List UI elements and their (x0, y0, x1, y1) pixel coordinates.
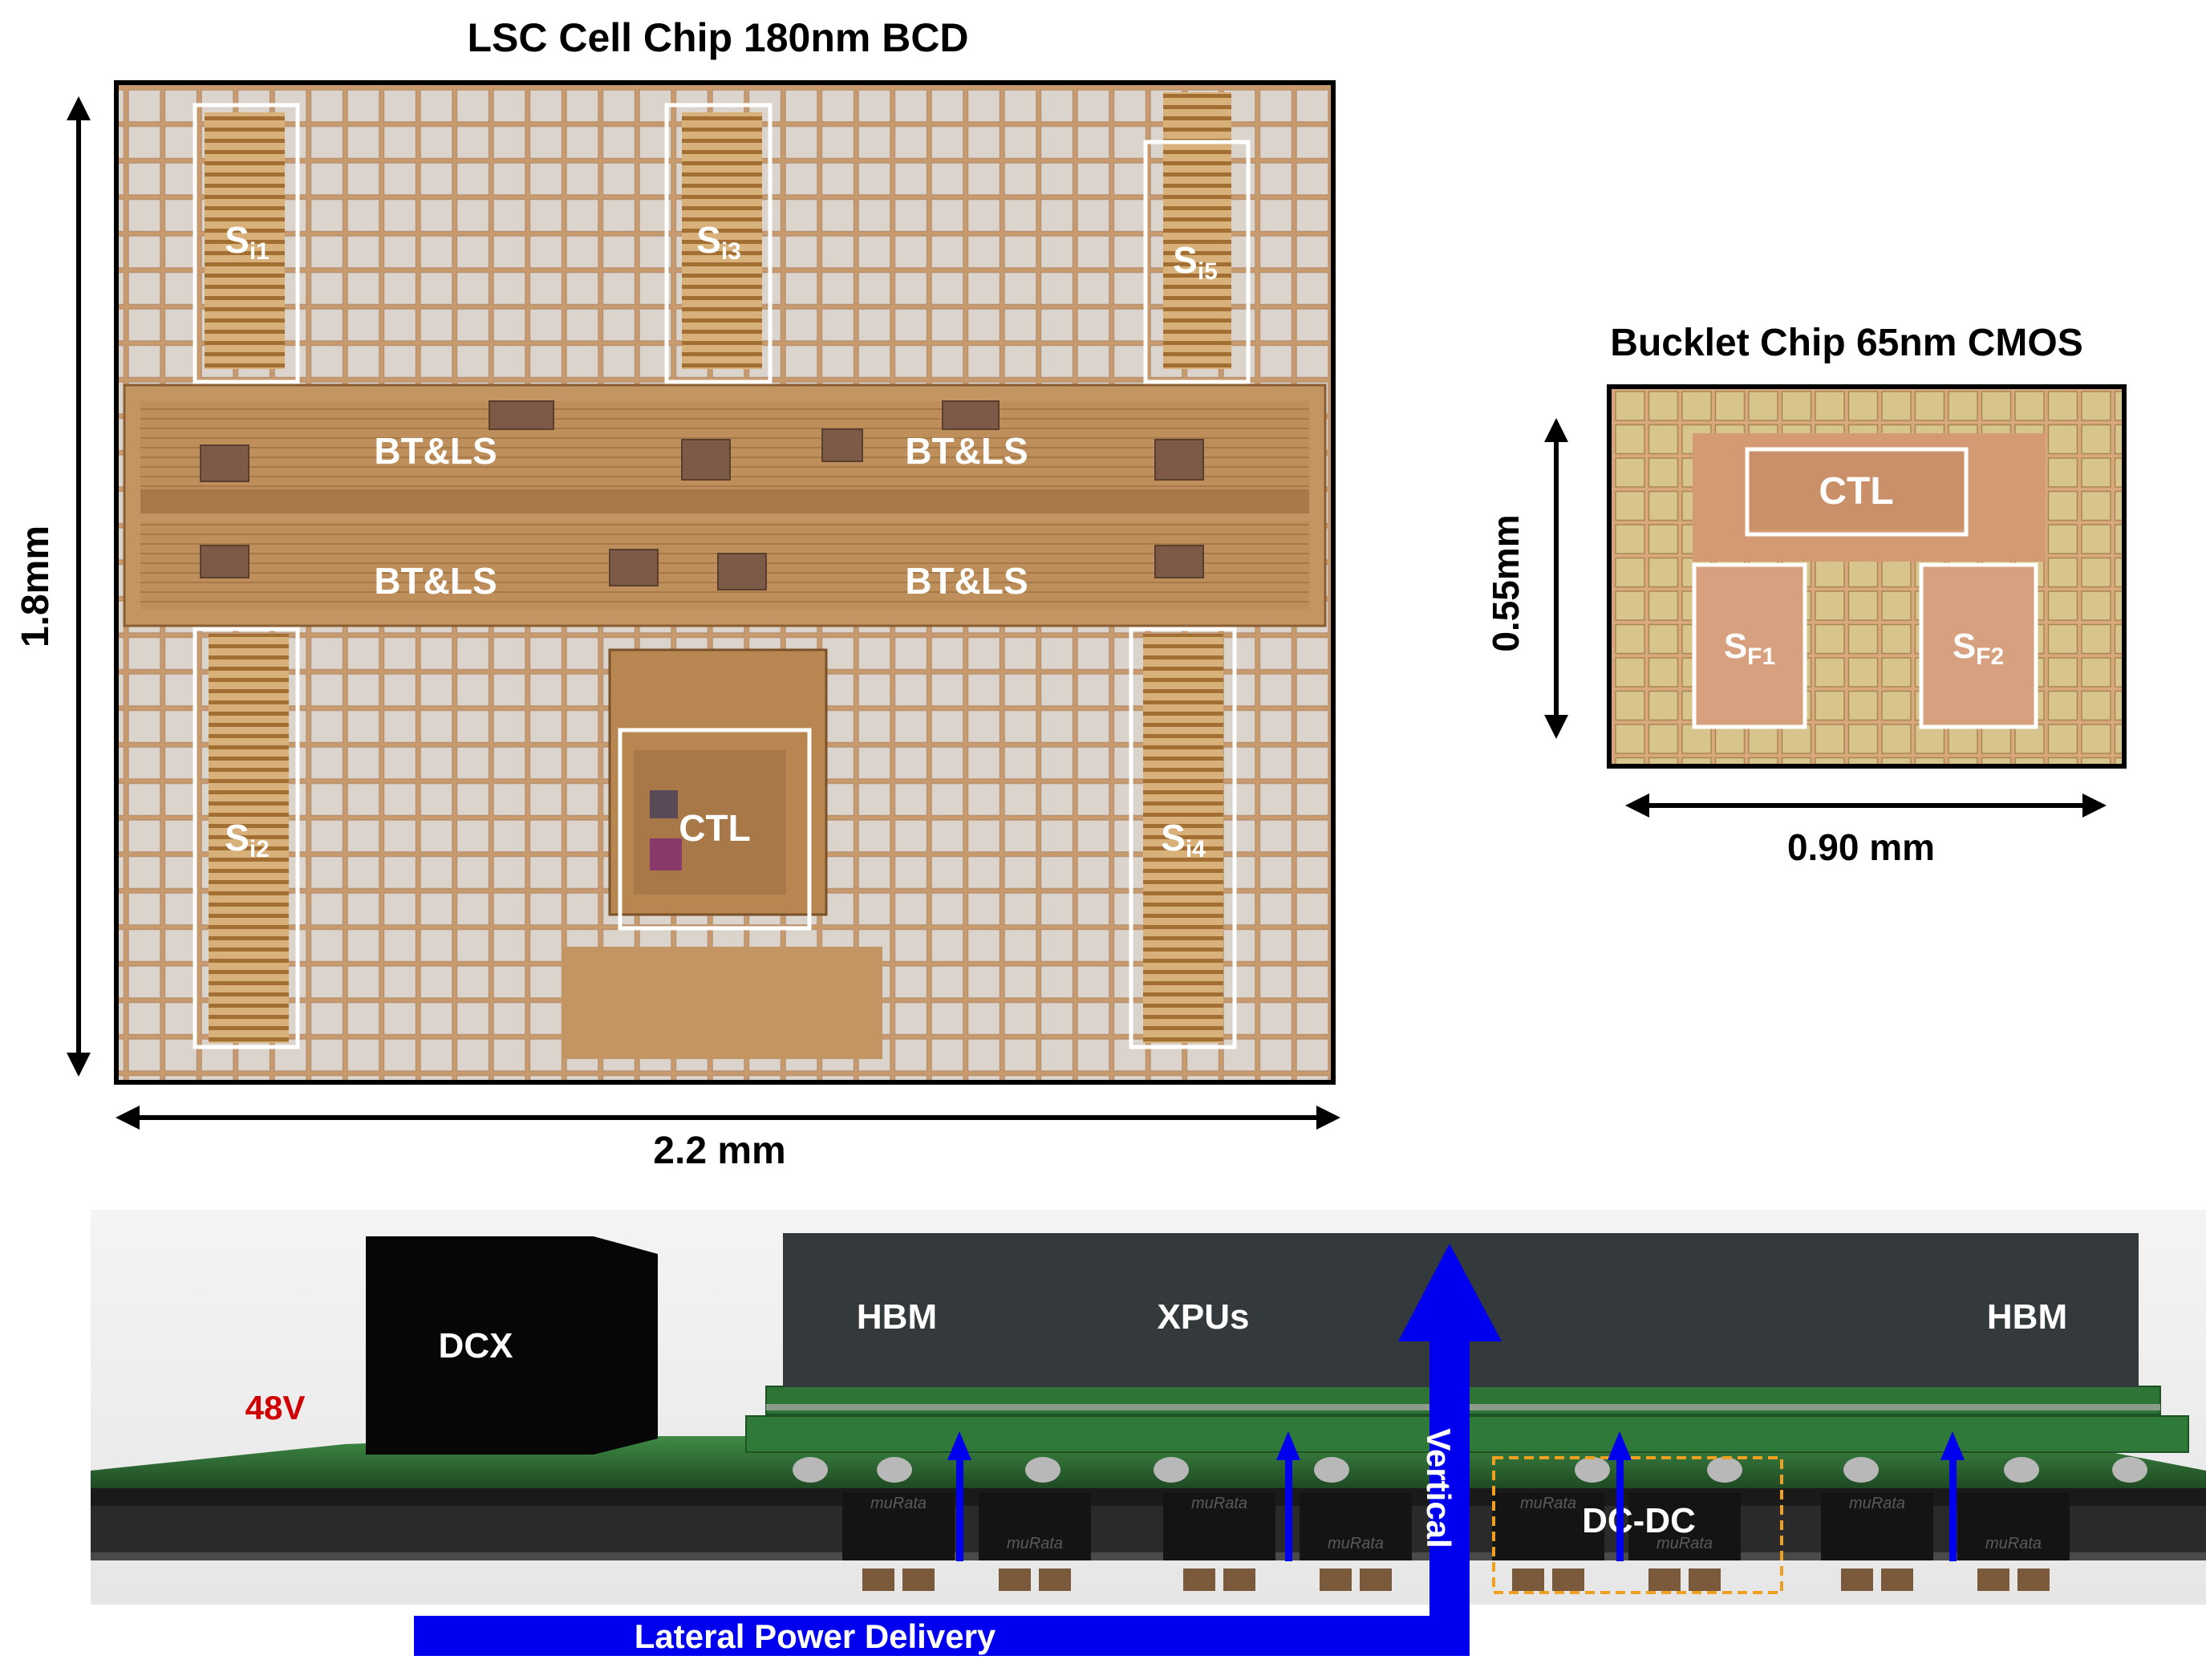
sf2-box (1919, 562, 2038, 729)
dcdc-highlight-box (1492, 1456, 1783, 1594)
btls-label-2: BT&LS (905, 430, 1028, 472)
murata-marking-3: muRata (1191, 1495, 1247, 1512)
si1-label: Si1 (225, 219, 270, 265)
btls-label-4: BT&LS (905, 560, 1028, 602)
murata-marking-6: muRata (1657, 1535, 1713, 1552)
sf1-box (1692, 562, 1807, 729)
si3-box (664, 103, 773, 384)
dcdc-component-row: muRata muRata muRata muRata muRata muRat… (842, 1492, 2070, 1591)
xpus-label: XPUs (1158, 1297, 1250, 1337)
si2-box (193, 627, 300, 1049)
dcx-module (366, 1236, 658, 1455)
bucklet-die-photo (1609, 387, 2124, 766)
bucklet-ctl-box (1745, 447, 1969, 537)
hbm-label-right: HBM (1987, 1297, 2067, 1337)
murata-marking-7: muRata (1849, 1495, 1905, 1512)
si2-label: Si2 (225, 817, 270, 862)
vertical-power-arrows (947, 1431, 1965, 1561)
system-cross-section: DCX 48V (91, 1210, 2206, 1656)
lateral-arrow (414, 1616, 1470, 1656)
si1-box (193, 103, 300, 384)
dcx-label: DCX (439, 1326, 513, 1366)
btls-label-1: BT&LS (374, 430, 497, 472)
lateral-label: Lateral Power Delivery (635, 1617, 996, 1655)
si4-box (1129, 627, 1237, 1049)
lsc-die-photo (116, 83, 1333, 1082)
bucklet-chip-panel: Bucklet Chip 65nm CMOS CTL SF1 SF2 0.55m… (1485, 322, 2127, 868)
murata-marking-4: muRata (1328, 1535, 1384, 1552)
vertical-arrow (1398, 1244, 1502, 1629)
dcdc-label: DC-DC (1582, 1501, 1696, 1540)
lsc-height-label: 1.8mm (14, 526, 57, 647)
bucklet-chip-title: Bucklet Chip 65nm CMOS (1610, 322, 2082, 364)
bucklet-ctl-label: CTL (1819, 470, 1893, 513)
bucklet-width-label: 0.90 mm (1787, 826, 1935, 868)
vertical-label: Vertical (1420, 1428, 1458, 1548)
murata-marking-1: muRata (870, 1495, 927, 1512)
lsc-chip-panel: LSC Cell Chip 180nm BCD (14, 15, 1340, 1172)
si5-label: Si5 (1173, 239, 1218, 285)
murata-marking-2: muRata (1007, 1535, 1063, 1552)
lsc-ctl-box (618, 728, 812, 931)
si4-label: Si4 (1161, 817, 1206, 862)
bucklet-die-border (1607, 384, 2127, 769)
btls-label-3: BT&LS (374, 560, 497, 602)
si5-box (1143, 140, 1251, 384)
hbm-label-left: HBM (857, 1297, 937, 1337)
murata-marking-5: muRata (1520, 1495, 1576, 1512)
bucklet-height-label: 0.55mm (1485, 514, 1527, 651)
voltage-48v-label: 48V (245, 1389, 306, 1426)
lsc-ctl-label: CTL (679, 807, 750, 849)
sf2-label: SF2 (1953, 627, 2004, 670)
lsc-width-label: 2.2 mm (653, 1130, 785, 1172)
si3-label: Si3 (696, 219, 741, 265)
lsc-die-border (114, 80, 1336, 1085)
sf1-label: SF1 (1724, 627, 1775, 670)
murata-marking-8: muRata (1985, 1535, 2042, 1552)
lsc-chip-title: LSC Cell Chip 180nm BCD (467, 15, 968, 60)
